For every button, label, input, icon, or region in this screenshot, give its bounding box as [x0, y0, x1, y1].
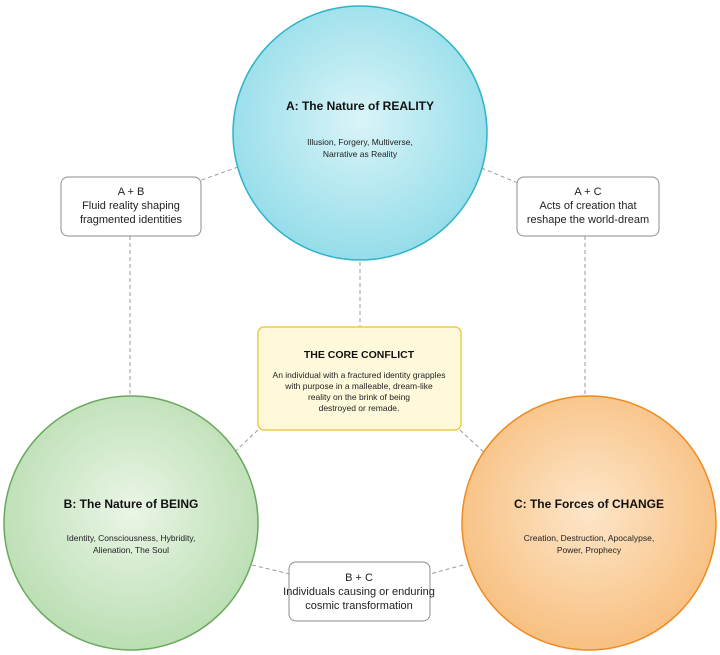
- connector-c-bc: [429, 564, 464, 575]
- circle-change: C: The Forces of CHANGE Creation, Destru…: [461, 395, 717, 651]
- box-being-change-label: B + C: [345, 572, 373, 584]
- box-reality-change-label: A + C: [574, 186, 601, 198]
- circle-reality-subtitle-2: Narrative as Reality: [323, 149, 398, 159]
- circle-being: B: The Nature of BEING Identity, Conscio…: [3, 395, 259, 651]
- box-reality-change: A + C Acts of creation that reshape the …: [516, 176, 660, 237]
- circle-reality: A: The Nature of REALITY Illusion, Forge…: [232, 5, 488, 261]
- core-conflict-line-2: with purpose in a malleable, dream-like: [284, 381, 433, 391]
- circle-change-title: C: The Forces of CHANGE: [514, 497, 664, 511]
- box-reality-change-line-1: Acts of creation that: [539, 200, 636, 212]
- circle-being-subtitle-1: Identity, Consciousness, Hybridity,: [67, 533, 196, 543]
- connector-a-ab: [192, 159, 259, 184]
- circle-reality-title: A: The Nature of REALITY: [286, 99, 434, 113]
- core-conflict-line-3: reality on the brink of being: [308, 392, 410, 402]
- core-conflict-box: THE CORE CONFLICT An individual with a f…: [257, 326, 462, 431]
- circle-being-subtitle-2: Alienation, The Soul: [93, 545, 169, 555]
- connector-b-bc: [251, 564, 291, 575]
- box-reality-being: A + B Fluid reality shaping fragmented i…: [60, 176, 202, 237]
- core-conflict-line-1: An individual with a fractured identity …: [273, 370, 446, 380]
- box-reality-change-line-2: reshape the world-dream: [527, 214, 649, 226]
- box-being-change-line-2: cosmic transformation: [305, 600, 413, 612]
- circle-change-subtitle-2: Power, Prophecy: [557, 545, 622, 555]
- box-being-change: B + C Individuals causing or enduring co…: [283, 561, 435, 622]
- box-being-change-line-1: Individuals causing or enduring: [283, 586, 435, 598]
- core-conflict-line-4: destroyed or remade.: [319, 403, 400, 413]
- circle-reality-subtitle-1: Illusion, Forgery, Multiverse,: [307, 137, 413, 147]
- circle-change-subtitle-1: Creation, Destruction, Apocalypse,: [524, 533, 654, 543]
- core-conflict-title: THE CORE CONFLICT: [304, 349, 415, 361]
- box-reality-being-label: A + B: [118, 186, 145, 198]
- circle-being-title: B: The Nature of BEING: [64, 497, 199, 511]
- box-reality-being-line-1: Fluid reality shaping: [82, 200, 180, 212]
- box-reality-being-line-2: fragmented identities: [80, 214, 183, 226]
